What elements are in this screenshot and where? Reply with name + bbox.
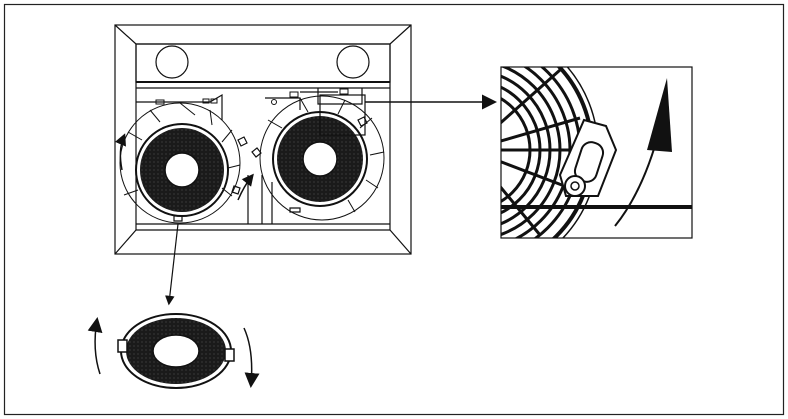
outer-frame <box>3 3 785 416</box>
duct-opening-right <box>336 45 370 79</box>
rotate-arrow-icon-hood-left <box>114 133 126 171</box>
duct-opening-left <box>155 45 189 79</box>
carbon-filter-left <box>135 123 229 217</box>
rotate-arrow-icon-hood-center <box>237 173 254 201</box>
detail-highlight-box <box>319 94 366 136</box>
panel-details <box>155 88 349 105</box>
arrow-down-icon-removed-filter <box>165 223 179 306</box>
blower-left <box>119 102 241 224</box>
rotate-arrow-icon-up <box>87 317 103 375</box>
removed-carbon-filter <box>117 313 235 389</box>
detail-view <box>500 66 693 239</box>
filter-brackets <box>173 116 368 222</box>
rotate-arrow-icon-down <box>243 327 260 388</box>
curved-arrow-icon-detail <box>647 78 672 152</box>
